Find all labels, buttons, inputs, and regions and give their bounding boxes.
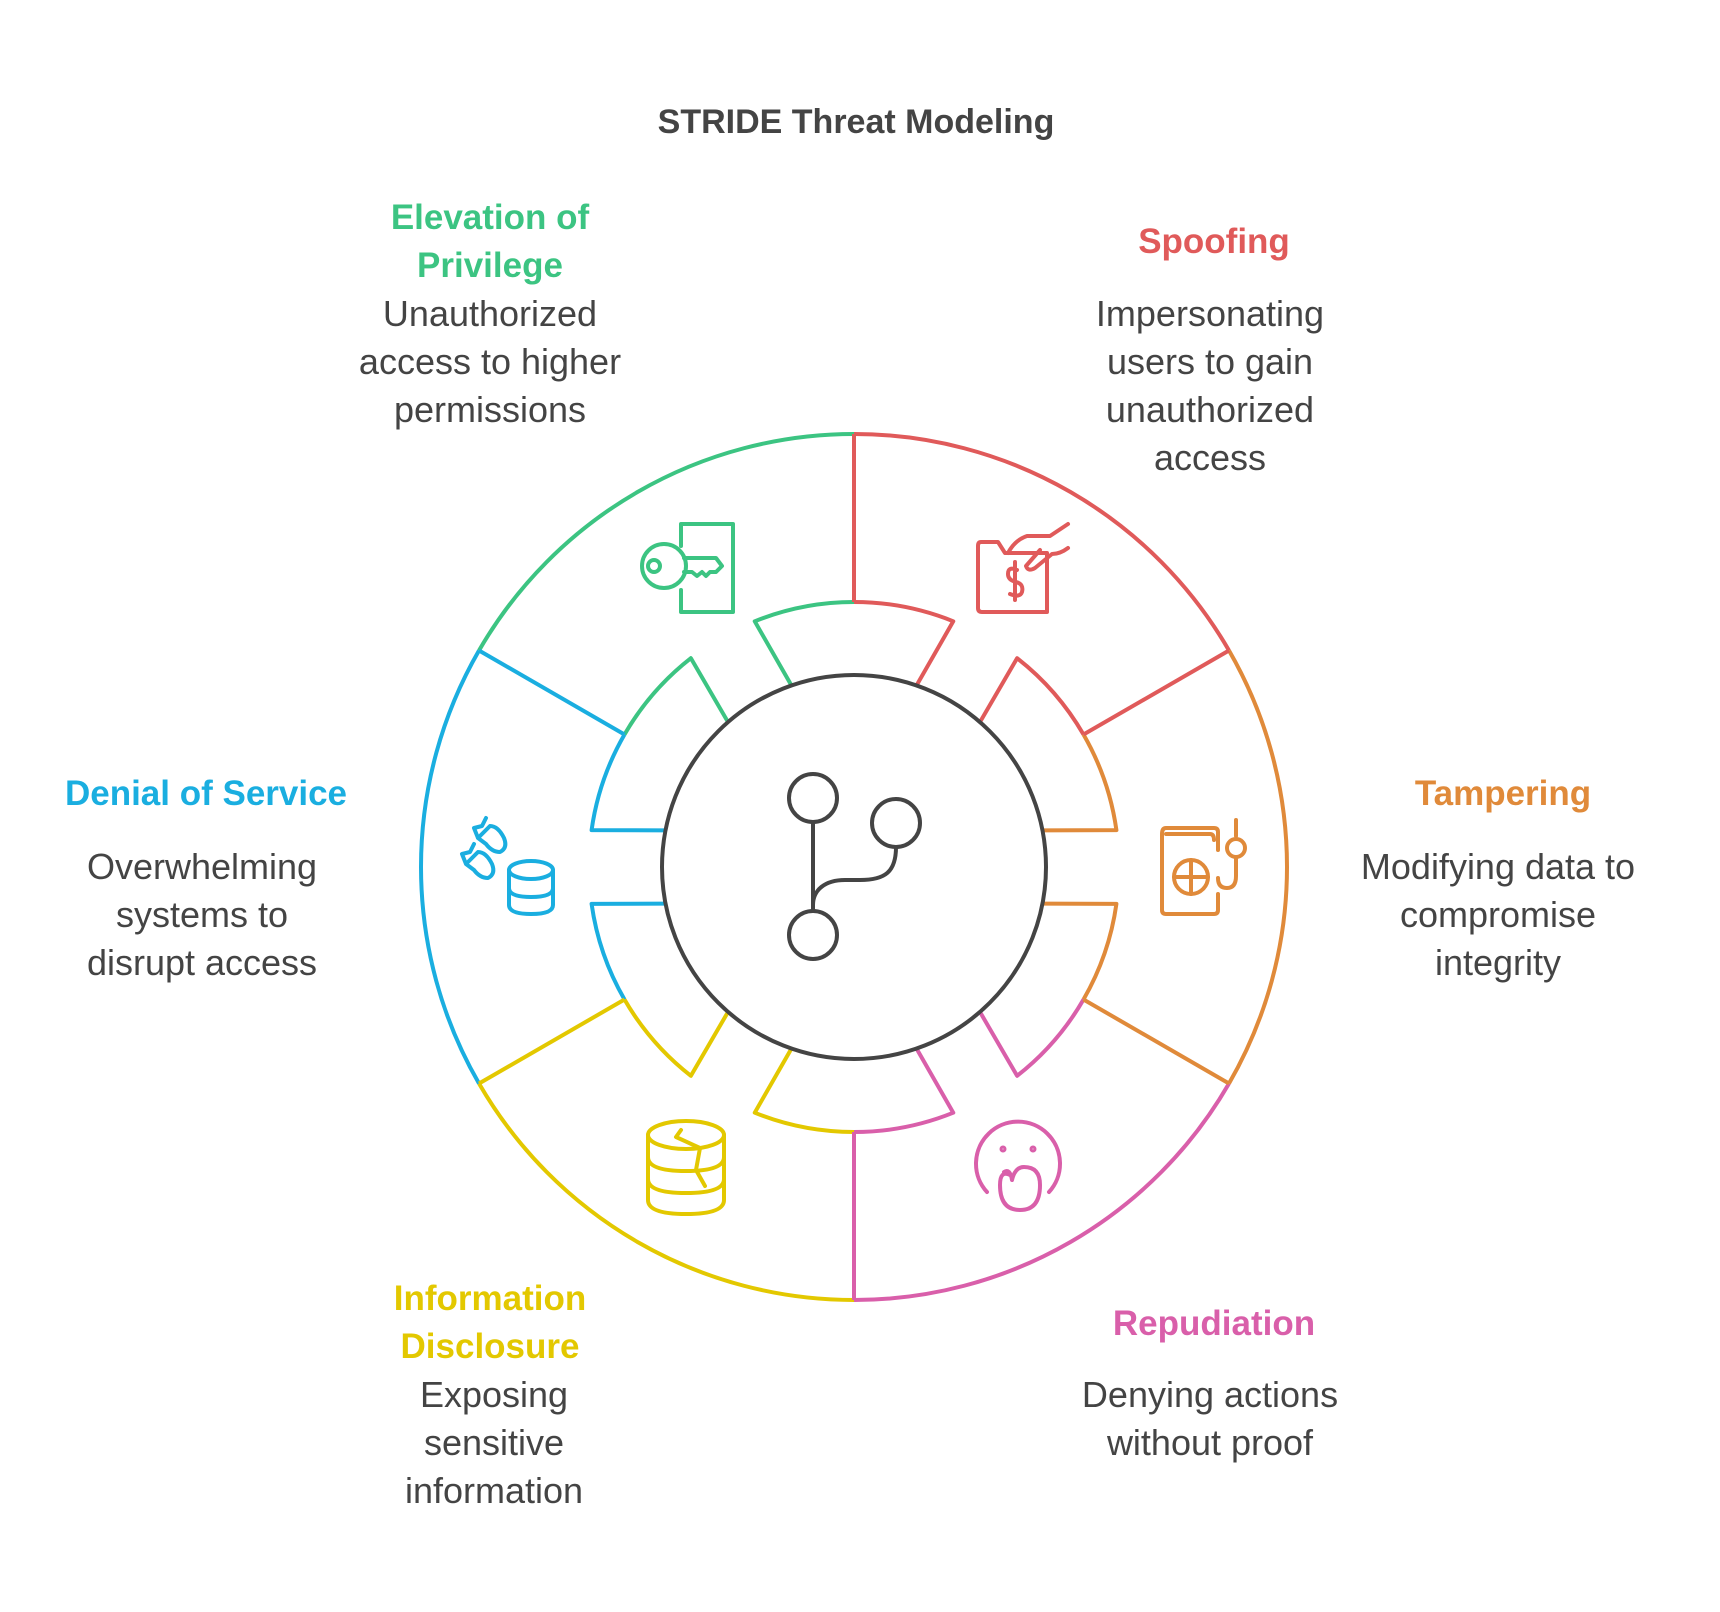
section-description: Impersonating bbox=[1096, 293, 1324, 334]
section-title: Tampering bbox=[1415, 774, 1591, 813]
section-title: Spoofing bbox=[1138, 222, 1290, 261]
sector-divider bbox=[1082, 997, 1230, 1086]
outer-arc bbox=[477, 1082, 855, 1302]
outer-arc bbox=[419, 649, 481, 1085]
center-circle bbox=[660, 673, 1048, 1061]
inner-tab bbox=[1042, 901, 1119, 1001]
inner-tab bbox=[978, 998, 1086, 1078]
section-description: Unauthorized bbox=[383, 293, 597, 334]
section-description: sensitive bbox=[424, 1422, 564, 1463]
outer-arc bbox=[477, 432, 855, 652]
section-title: Elevation of bbox=[391, 198, 590, 237]
section-title: Repudiation bbox=[1113, 1304, 1315, 1343]
sector-information-disclosure bbox=[477, 998, 855, 1302]
section-description: access to higher bbox=[359, 341, 621, 382]
section-description: without proof bbox=[1106, 1422, 1314, 1463]
key-door-icon bbox=[640, 522, 735, 614]
section-description: disrupt access bbox=[87, 942, 317, 983]
inner-tab bbox=[853, 600, 956, 687]
sector-tampering bbox=[1042, 649, 1289, 1085]
outer-arc bbox=[853, 432, 1231, 652]
sector-divider bbox=[478, 648, 626, 737]
inner-tab bbox=[853, 1047, 956, 1134]
sector-spoofing bbox=[853, 432, 1231, 736]
inner-tab bbox=[589, 901, 666, 1001]
section-description: systems to bbox=[116, 894, 288, 935]
section-title: Information bbox=[394, 1279, 586, 1318]
outer-arc bbox=[853, 1082, 1231, 1302]
inner-tab bbox=[752, 600, 855, 687]
inner-tab bbox=[622, 998, 730, 1078]
section-description: Denying actions bbox=[1082, 1374, 1338, 1415]
book-hook-icon bbox=[1160, 818, 1247, 916]
shocked-face-icon bbox=[974, 1119, 1062, 1212]
section-description: Exposing bbox=[420, 1374, 568, 1415]
inner-tab bbox=[978, 656, 1086, 736]
section-description: access bbox=[1154, 437, 1266, 478]
inner-tab bbox=[1042, 733, 1119, 833]
section-description: Modifying data to bbox=[1361, 846, 1635, 887]
section-description: compromise bbox=[1400, 894, 1596, 935]
inner-tab bbox=[589, 733, 666, 833]
sector-repudiation bbox=[853, 998, 1231, 1302]
sector-denial-of-service bbox=[419, 649, 666, 1085]
section-title: Disclosure bbox=[401, 1327, 580, 1366]
section-description: Overwhelming bbox=[87, 846, 317, 887]
inner-tab bbox=[752, 1047, 855, 1134]
section-title: Denial of Service bbox=[65, 774, 347, 813]
cracked-database-icon bbox=[646, 1119, 726, 1216]
section-description: users to gain bbox=[1107, 341, 1313, 382]
section-description: integrity bbox=[1435, 942, 1561, 983]
section-description: unauthorized bbox=[1106, 389, 1314, 430]
section-title: Privilege bbox=[417, 246, 563, 285]
diagram-title: STRIDE Threat Modeling bbox=[658, 103, 1055, 141]
sector-elevation-of-privilege bbox=[477, 432, 855, 736]
sector-divider bbox=[1082, 648, 1230, 737]
outer-arc bbox=[1227, 649, 1289, 1085]
stride-wheel bbox=[419, 432, 1289, 1302]
section-description: information bbox=[405, 1470, 583, 1511]
section-description: permissions bbox=[394, 389, 586, 430]
git-branch-icon bbox=[787, 772, 922, 961]
bombs-database-icon bbox=[460, 816, 555, 916]
folder-money-hand-icon bbox=[976, 522, 1070, 614]
inner-tab bbox=[622, 656, 730, 736]
sector-divider bbox=[478, 997, 626, 1086]
